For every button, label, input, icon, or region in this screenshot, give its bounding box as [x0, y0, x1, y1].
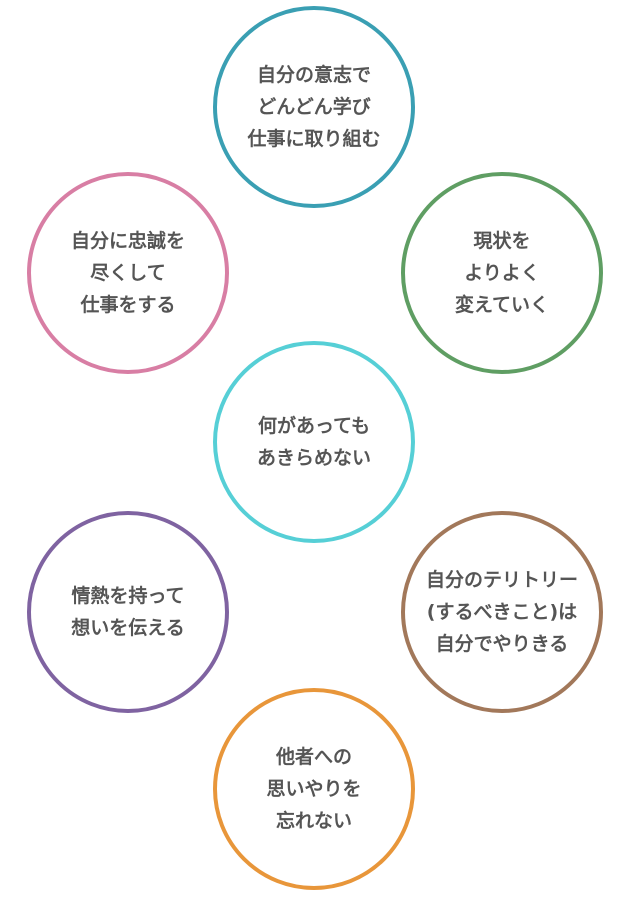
label-line: 想いを伝える	[71, 617, 185, 639]
label-line: 思いやりを	[266, 778, 362, 800]
label-line: 自分でやりきる	[435, 633, 569, 655]
circle-responsibility: 自分のテリトリー (するべきこと)は 自分でやりきる	[401, 511, 603, 713]
label-line: どんどん学び	[257, 96, 371, 118]
label-line: あきらめない	[256, 447, 371, 469]
circle-loyalty: 自分に忠誠を 尽くして 仕事をする	[27, 172, 229, 374]
label-line: よりよく	[464, 262, 540, 284]
circle-label: 他者への 思いやりを 忘れない	[266, 743, 361, 835]
circle-consideration: 他者への 思いやりを 忘れない	[213, 688, 415, 890]
circle-passion: 情熱を持って 想いを伝える	[27, 511, 229, 713]
circle-label: 何があっても あきらめない	[257, 412, 371, 472]
label-line: 変えていく	[454, 294, 550, 316]
label-line: 自分のテリトリー	[425, 569, 578, 591]
label-line: 他者への	[275, 746, 352, 768]
label-line: 仕事に取り組む	[247, 128, 381, 150]
label-line: 尽くして	[90, 262, 166, 284]
circle-label: 自分のテリトリー (するべきこと)は 自分でやりきる	[426, 566, 578, 658]
label-line: 何があっても	[257, 415, 371, 437]
label-line: 自分の意志で	[256, 64, 371, 86]
circle-label: 自分の意志で どんどん学び 仕事に取り組む	[247, 61, 380, 153]
label-line: 仕事をする	[80, 294, 176, 316]
circle-label: 情熱を持って 想いを伝える	[71, 582, 184, 642]
label-line: 自分に忠誠を	[70, 230, 185, 252]
label-line: 現状を	[473, 230, 531, 252]
circle-self-learning: 自分の意志で どんどん学び 仕事に取り組む	[213, 6, 415, 208]
label-line: (するべきこと)は	[426, 601, 578, 623]
label-line: 情熱を持って	[71, 585, 185, 607]
circle-perseverance: 何があっても あきらめない	[213, 341, 415, 543]
circle-label: 自分に忠誠を 尽くして 仕事をする	[71, 227, 185, 319]
circle-improvement: 現状を よりよく 変えていく	[401, 172, 603, 374]
label-line: 忘れない	[275, 810, 352, 832]
circle-label: 現状を よりよく 変えていく	[455, 227, 549, 319]
